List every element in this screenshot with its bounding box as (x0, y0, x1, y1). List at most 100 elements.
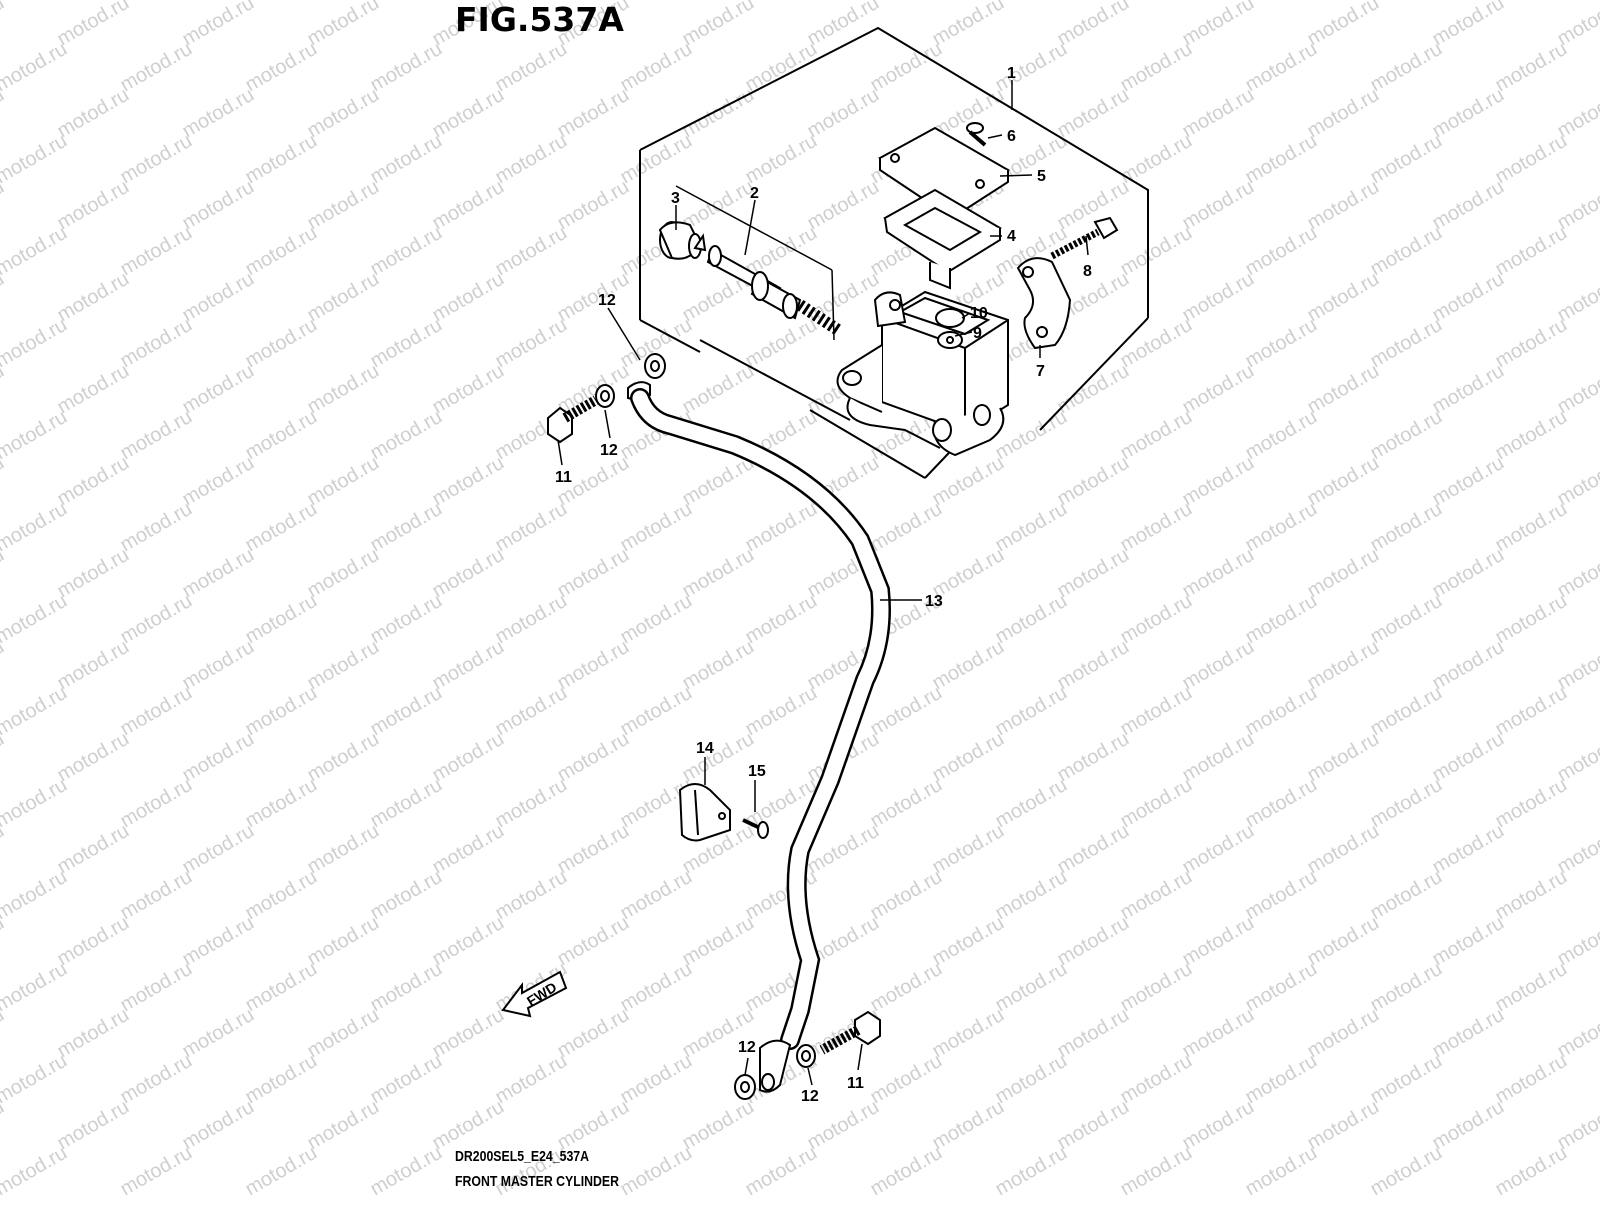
watermark-text: motod.ru (54, 912, 133, 971)
callout-9: 9 (973, 325, 982, 342)
watermark-text: motod.ru (679, 360, 758, 419)
watermark-text: motod.ru (54, 176, 133, 235)
callout-12-top-a: 12 (598, 292, 616, 309)
callout-2: 2 (750, 185, 759, 202)
watermark-text: motod.ru (804, 84, 883, 143)
watermark-text: motod.ru (1242, 222, 1321, 281)
watermark-text: motod.ru (742, 38, 821, 97)
model-code: DR200SEL5_E24_537A (455, 1148, 589, 1165)
watermark-text: motod.ru (117, 866, 196, 925)
watermark-text: motod.ru (179, 728, 258, 787)
watermark-text: motod.ru (1304, 0, 1383, 50)
watermark-text: motod.ru (617, 498, 696, 557)
watermark-text: motod.ru (179, 84, 258, 143)
watermark-text: motod.ru (1242, 314, 1321, 373)
watermark-text: motod.ru (742, 498, 821, 557)
watermark-text: motod.ru (179, 0, 258, 50)
watermark-text: motod.ru (1117, 682, 1196, 741)
watermark-text: motod.ru (929, 912, 1008, 971)
watermark-text: motod.ru (1054, 912, 1133, 971)
watermark-text: motod.ru (1367, 406, 1446, 465)
watermark-text: motod.ru (367, 866, 446, 925)
watermark-text: motod.ru (0, 682, 71, 741)
watermark-text: motod.ru (179, 452, 258, 511)
watermark-text: motod.ru (1367, 1142, 1446, 1200)
watermark-text: motod.ru (117, 314, 196, 373)
watermark-text: motod.ru (992, 866, 1071, 925)
watermark-text: motod.ru (867, 1050, 946, 1109)
watermark-text: motod.ru (1304, 1004, 1383, 1063)
watermark-text: motod.ru (1242, 130, 1321, 189)
callout-1: 1 (1007, 65, 1016, 82)
watermark-text: motod.ru (117, 1050, 196, 1109)
watermark-text: motod.ru (429, 912, 508, 971)
watermark-text: motod.ru (679, 84, 758, 143)
watermark-text: motod.ru (929, 0, 1008, 50)
watermark-text: motod.ru (1117, 406, 1196, 465)
callout-11-top: 11 (555, 469, 572, 486)
watermark-text: motod.ru (1054, 728, 1133, 787)
watermark-text: motod.ru (1179, 912, 1258, 971)
watermark-text: motod.ru (554, 360, 633, 419)
watermark-text: motod.ru (304, 268, 383, 327)
watermark-text: motod.ru (367, 314, 446, 373)
watermark-text: motod.ru (1117, 866, 1196, 925)
watermark-text: motod.ru (554, 912, 633, 971)
watermark-text: motod.ru (617, 682, 696, 741)
watermark-text: motod.ru (1242, 1050, 1321, 1109)
watermark-text: motod.ru (304, 912, 383, 971)
watermark-text: motod.ru (992, 958, 1071, 1017)
watermark-text: motod.ru (1179, 452, 1258, 511)
watermark-text: motod.ru (54, 268, 133, 327)
watermark-text: motod.ru (1429, 176, 1508, 235)
watermark-text: motod.ru (429, 84, 508, 143)
watermark-text: motod.ru (242, 130, 321, 189)
watermark-text: motod.ru (804, 0, 883, 50)
watermark-text: motod.ru (1054, 1096, 1133, 1155)
watermark-text: motod.ru (117, 1142, 196, 1200)
watermark-text: motod.ru (492, 866, 571, 925)
watermark-text: motod.ru (992, 38, 1071, 97)
watermark-text: motod.ru (617, 590, 696, 649)
watermark-text: motod.ru (1242, 38, 1321, 97)
callout-4: 4 (1007, 228, 1016, 245)
watermark-text: motod.ru (1117, 498, 1196, 557)
watermark-text: motod.ru (1429, 268, 1508, 327)
watermark-text: motod.ru (1117, 1142, 1196, 1200)
watermark-text: motod.ru (1429, 1004, 1508, 1063)
watermark-text: motod.ru (179, 1096, 258, 1155)
figure-name: FRONT MASTER CYLINDER (455, 1173, 619, 1190)
watermark-text: motod.ru (1179, 176, 1258, 235)
watermark-text: motod.ru (0, 590, 71, 649)
watermark-text: motod.ru (0, 222, 71, 281)
watermark-text: motod.ru (1179, 84, 1258, 143)
watermark-text: motod.ru (1492, 774, 1571, 833)
watermark-text: motod.ru (742, 682, 821, 741)
watermark-text: motod.ru (1367, 958, 1446, 1017)
watermark-text: motod.ru (929, 820, 1008, 879)
watermark-text: motod.ru (867, 958, 946, 1017)
watermark-text: motod.ru (1054, 360, 1133, 419)
watermark-text: motod.ru (0, 38, 71, 97)
watermark-text: motod.ru (929, 636, 1008, 695)
watermark-text: motod.ru (1304, 820, 1383, 879)
watermark-text: motod.ru (679, 1096, 758, 1155)
watermark-text: motod.ru (492, 590, 571, 649)
watermark-text: motod.ru (1117, 130, 1196, 189)
watermark-text: motod.ru (367, 1050, 446, 1109)
watermark-text: motod.ru (429, 728, 508, 787)
watermark-text: motod.ru (242, 866, 321, 925)
watermark-text: motod.ru (1429, 728, 1508, 787)
watermark-text: motod.ru (492, 498, 571, 557)
watermark-text: motod.ru (367, 406, 446, 465)
watermark-text: motod.ru (617, 958, 696, 1017)
watermark-text: motod.ru (429, 636, 508, 695)
watermark-text: motod.ru (992, 498, 1071, 557)
watermark-text: motod.ru (304, 820, 383, 879)
watermark-text: motod.ru (1304, 912, 1383, 971)
watermark-text: motod.ru (867, 774, 946, 833)
figure-title: FIG.537A (455, 0, 624, 39)
watermark-text: motod.ru (429, 452, 508, 511)
watermark-text: motod.ru (367, 1142, 446, 1200)
watermark-text: motod.ru (617, 1050, 696, 1109)
